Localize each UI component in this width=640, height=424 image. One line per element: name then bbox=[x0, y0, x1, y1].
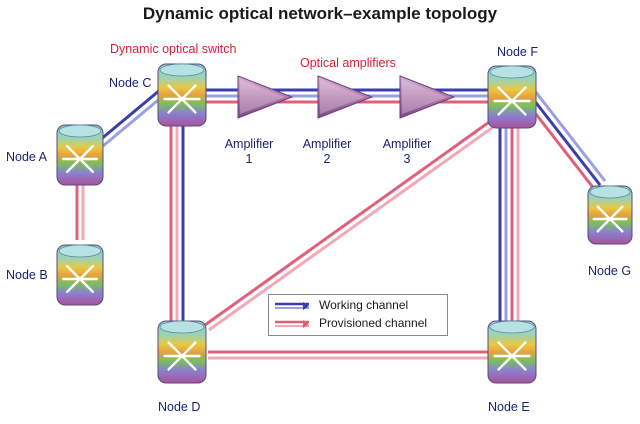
amplifier-1-number: 1 bbox=[245, 152, 253, 166]
amplifier-2-number: 2 bbox=[323, 152, 331, 166]
node-f-switch bbox=[487, 65, 537, 129]
node-d-label: Node D bbox=[158, 400, 201, 414]
amplifier-3-name: Amplifier bbox=[382, 137, 432, 151]
node-a-switch bbox=[56, 124, 104, 186]
node-e-label: Node E bbox=[488, 400, 530, 414]
node-c-label: Node C bbox=[109, 76, 152, 90]
diagram-title: Dynamic optical network–example topology bbox=[142, 4, 498, 23]
amplifier-2-label: Amplifier 2 bbox=[292, 137, 362, 167]
amplifier-2-name: Amplifier bbox=[302, 137, 352, 151]
amplifier-3-number: 3 bbox=[403, 152, 411, 166]
amplifier-1-label: Amplifier 1 bbox=[214, 137, 284, 167]
node-a-label: Node A bbox=[6, 150, 48, 164]
provisioned-channel-swatch bbox=[275, 320, 309, 328]
node-c-switch bbox=[157, 63, 207, 127]
switch-callout: Dynamic optical switch bbox=[110, 42, 237, 56]
amplifiers-callout: Optical amplifiers bbox=[300, 56, 396, 70]
amplifier-2 bbox=[317, 75, 374, 119]
legend-provisioned-label: Provisioned channel bbox=[319, 316, 428, 330]
node-g-label: Node G bbox=[588, 264, 632, 278]
legend-working-label: Working channel bbox=[319, 298, 409, 312]
node-f-label: Node F bbox=[497, 45, 538, 59]
node-b-switch bbox=[56, 244, 104, 306]
node-b-label: Node B bbox=[6, 268, 48, 282]
amplifier-3-label: Amplifier 3 bbox=[372, 137, 442, 167]
working-channel-swatch bbox=[275, 302, 309, 310]
amplifier-1 bbox=[237, 75, 294, 119]
nodes bbox=[56, 63, 633, 384]
node-g-switch bbox=[587, 185, 633, 245]
legend: Working channel Provisioned channel bbox=[268, 294, 448, 336]
amplifier-1-name: Amplifier bbox=[224, 137, 274, 151]
node-e-switch bbox=[487, 320, 537, 384]
amplifier-3 bbox=[399, 75, 456, 119]
node-d-switch bbox=[157, 320, 207, 384]
